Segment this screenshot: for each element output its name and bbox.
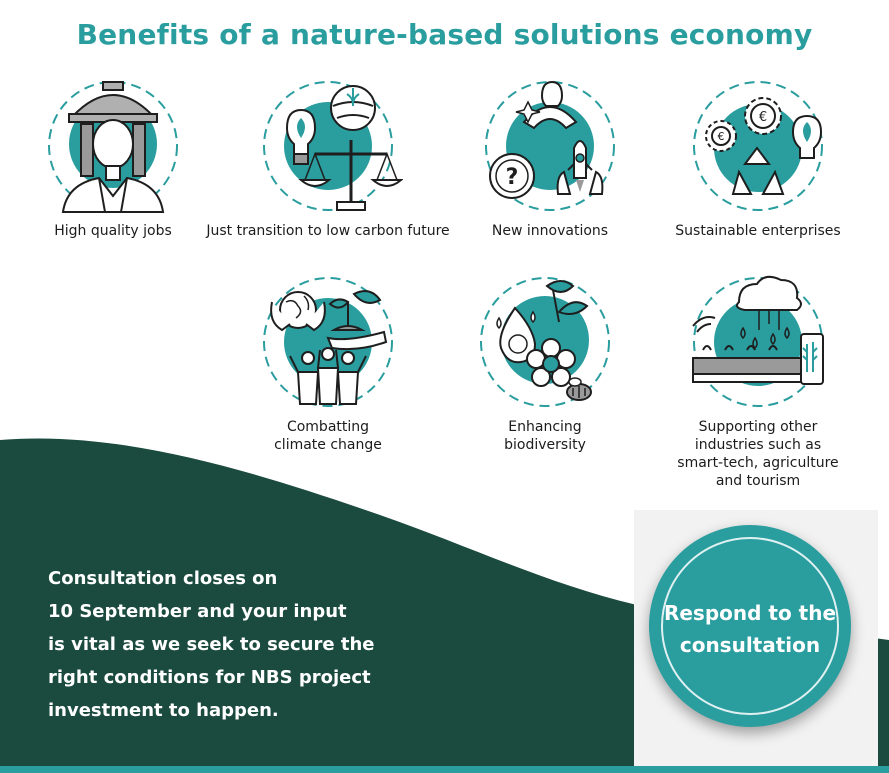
- page-title: Benefits of a nature-based solutions eco…: [76, 18, 813, 51]
- benefit-label: New innovations: [491, 223, 609, 239]
- svg-text:?: ?: [506, 165, 519, 190]
- benefit-sustainable-enterprises: € € Sustainable enterprises: [668, 76, 848, 240]
- benefit-enhancing-biodiversity: Enhancing biodiversity: [470, 272, 620, 454]
- benefit-supporting-other-industries: Supporting other industries such as smar…: [670, 272, 846, 490]
- benefit-combatting-climate-change: Combatting climate change: [253, 272, 403, 454]
- worker-icon: [48, 81, 178, 213]
- benefit-label: High quality jobs: [54, 223, 172, 239]
- smart-agriculture-icon: [692, 275, 824, 407]
- respond-to-consultation-button[interactable]: Respond to the consultation: [649, 525, 851, 727]
- biodiversity-icon: [480, 277, 610, 407]
- benefit-label: Just transition to low carbon future: [206, 223, 450, 239]
- benefit-high-quality-jobs: High quality jobs: [38, 76, 188, 240]
- benefit-new-innovations: ? New innovations: [475, 76, 625, 240]
- climate-action-icon: [263, 277, 393, 407]
- benefit-label: Sustainable enterprises: [675, 223, 841, 239]
- svg-text:€: €: [718, 130, 725, 143]
- cta-label: Respond to the consultation: [663, 601, 837, 657]
- benefit-label: Enhancing biodiversity: [504, 419, 586, 453]
- bottom-border: [0, 766, 889, 773]
- consultation-message: Consultation closes on 10 September and …: [48, 568, 375, 721]
- benefit-just-transition: Just transition to low carbon future: [203, 76, 453, 240]
- scales-balance-icon: [263, 81, 403, 211]
- recycle-gears-icon: € €: [693, 81, 823, 211]
- innovation-icon: ?: [485, 80, 615, 211]
- cta-ring: [661, 537, 839, 715]
- benefit-label: Supporting other industries such as smar…: [677, 419, 839, 489]
- svg-text:€: €: [759, 110, 767, 125]
- benefit-label: Combatting climate change: [274, 419, 382, 453]
